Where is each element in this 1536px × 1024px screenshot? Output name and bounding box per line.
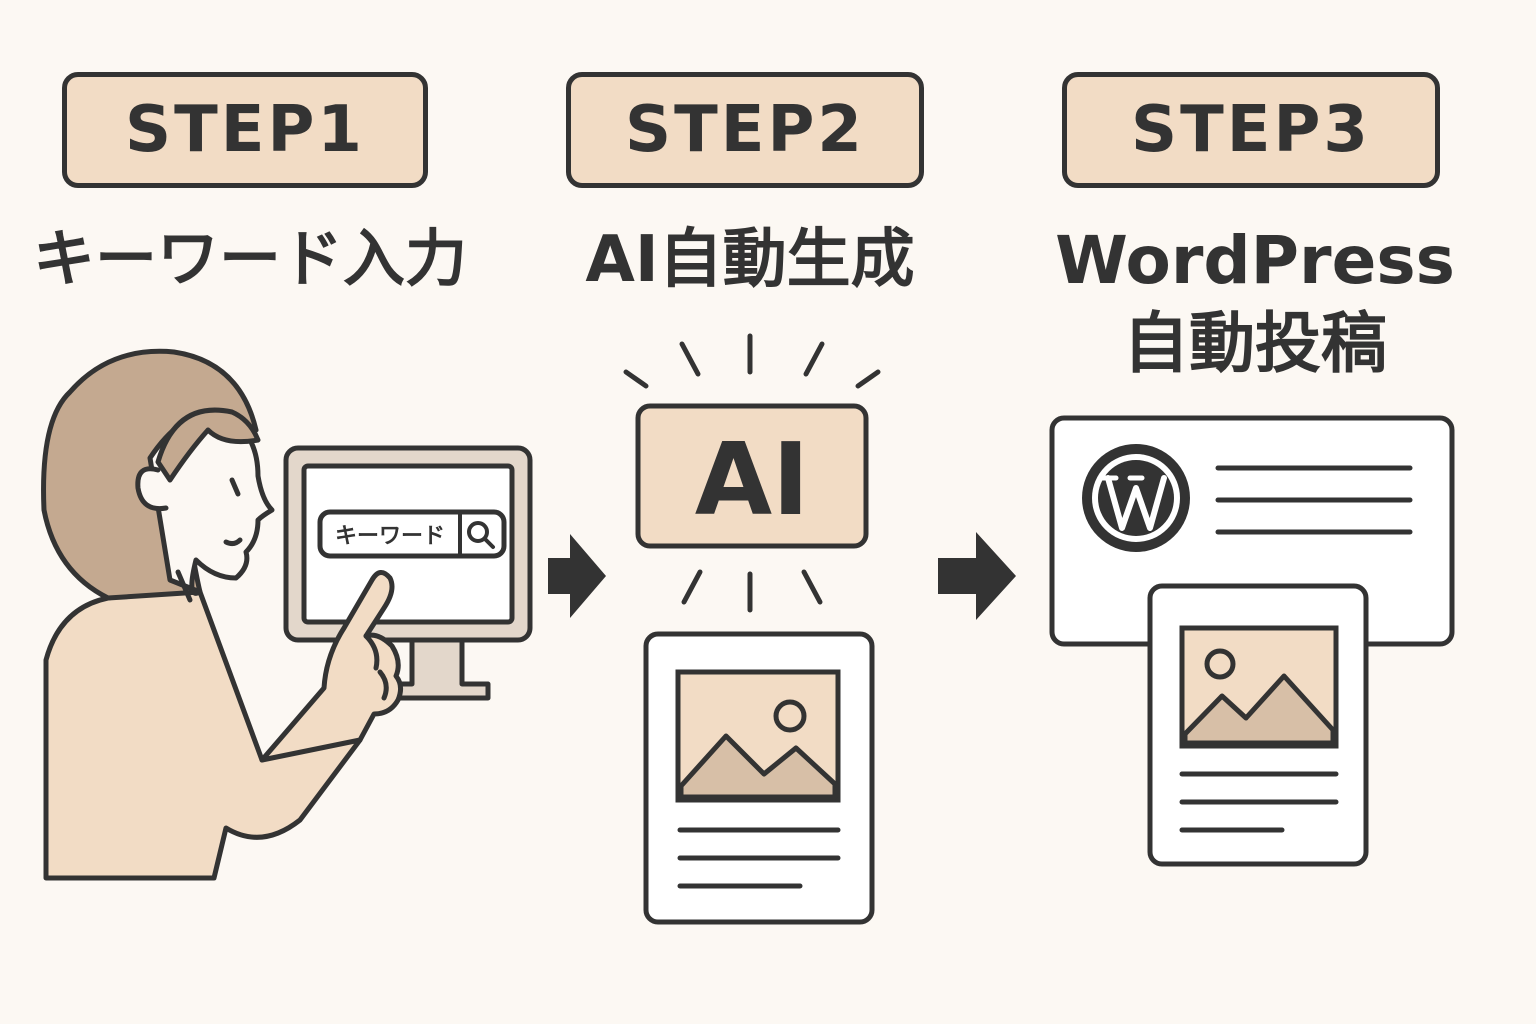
ai-box: AI bbox=[635, 403, 869, 549]
search-box[interactable]: キーワード bbox=[317, 509, 507, 559]
person-eye bbox=[229, 477, 241, 497]
published-article bbox=[1147, 583, 1369, 867]
person-illustration bbox=[41, 348, 363, 881]
search-text: キーワード bbox=[335, 524, 445, 549]
monitor-stand bbox=[383, 637, 491, 701]
arrow-right-icon bbox=[938, 532, 1016, 620]
step1-title-line: キーワード入力 bbox=[32, 222, 467, 295]
pointing-hand bbox=[259, 570, 404, 763]
step1-title: キーワード入力 bbox=[30, 220, 470, 298]
post-text-lines bbox=[1215, 465, 1413, 535]
step3-title: WordPress 自動投稿 bbox=[1040, 220, 1470, 385]
step3-title-line1: WordPress bbox=[1055, 222, 1455, 299]
step2-title: AI自動生成 bbox=[530, 220, 970, 300]
person-ear bbox=[135, 466, 169, 512]
article-text-lines bbox=[1179, 771, 1339, 833]
person-bangs bbox=[155, 407, 261, 483]
generated-article bbox=[643, 631, 875, 925]
article-text-lines bbox=[677, 827, 841, 889]
ai-rays-top bbox=[623, 333, 881, 389]
ai-label: AI bbox=[695, 421, 810, 538]
monitor bbox=[283, 445, 533, 701]
arrow-right-icon bbox=[548, 534, 606, 618]
image-icon bbox=[1179, 625, 1339, 749]
person-mouth bbox=[223, 537, 243, 547]
step3-title-line2: 自動投稿 bbox=[1123, 304, 1387, 382]
ai-rays-bottom bbox=[681, 569, 823, 613]
search-icon[interactable] bbox=[467, 521, 495, 549]
step2-title-line: AI自動生成 bbox=[585, 223, 915, 297]
image-icon bbox=[675, 669, 841, 803]
step3-badge: STEP3 bbox=[1062, 72, 1440, 188]
wordpress-logo bbox=[1082, 444, 1190, 552]
step2-badge: STEP2 bbox=[566, 72, 924, 188]
step1-badge: STEP1 bbox=[62, 72, 428, 188]
person-neck bbox=[175, 569, 193, 603]
